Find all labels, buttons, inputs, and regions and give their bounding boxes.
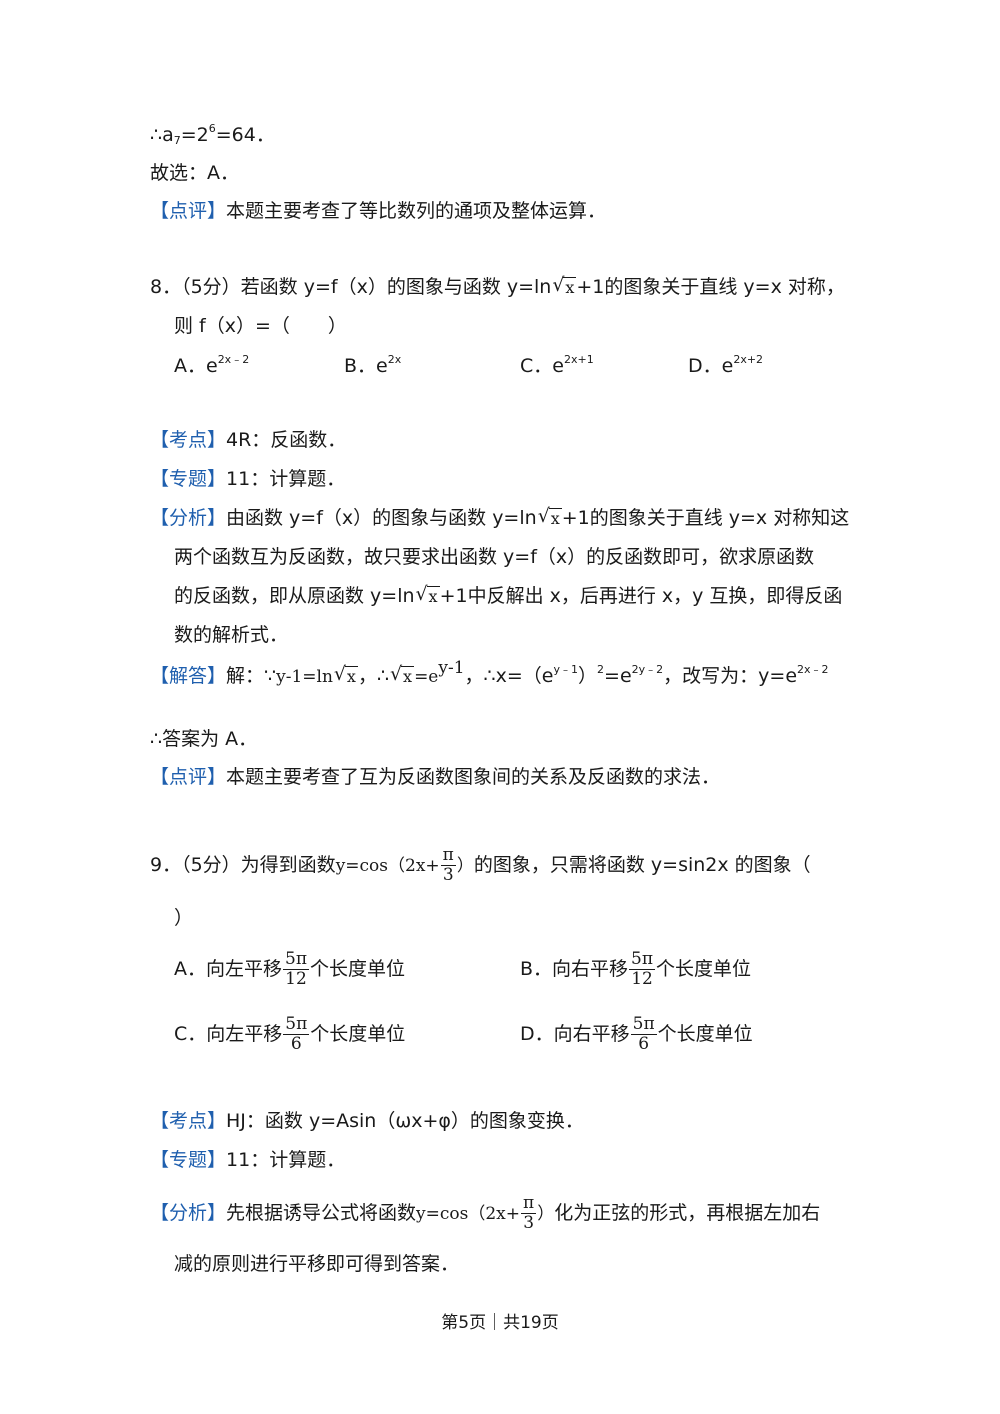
- q8-option-c: C．e2x+1: [520, 353, 594, 377]
- q8-answer: ∴答案为 A．: [150, 728, 258, 750]
- q9-zhuanti: 【专题】11：计算题．: [150, 1149, 346, 1171]
- q9-fenxi-line2: 减的原则进行平移即可得到答案．: [174, 1253, 460, 1275]
- q9-stem-line2: ）: [174, 907, 194, 929]
- q8-zhuanti: 【专题】11：计算题．: [150, 468, 346, 490]
- q7-choice: 故选：A．: [150, 162, 239, 184]
- q8-option-a: A．e2x﹣2: [174, 353, 250, 377]
- q8-fenxi-line3: 的反函数，即从原函数 y=ln√x+1中反解出 x，后再进行 x，y 互换，即得…: [174, 583, 843, 607]
- q8-fenxi-line4: 数的解析式．: [174, 624, 289, 646]
- q8-stem: 8．（5分）若函数 y=f（x）的图象与函数 y=ln√x+1的图象关于直线 y…: [150, 274, 845, 301]
- sqrt-expression: √x: [552, 274, 577, 297]
- q8-option-d: D．e2x+2: [688, 353, 764, 377]
- review-tag: 【点评】: [150, 200, 227, 222]
- q8-jieda: 【解答】解：∵y-1=ln√x，∴√x=ey-1，∴x=（ey﹣1）2=e2y﹣…: [150, 658, 829, 688]
- q7-result-line: ∴a7=26=64．: [150, 122, 275, 147]
- q8-option-b: B．e2x: [344, 353, 402, 377]
- q8-review: 【点评】本题主要考查了互为反函数图象间的关系及反函数的求法．: [150, 766, 721, 788]
- q8-stem-line2: 则 f（x）=（ ）: [174, 315, 347, 337]
- q8-fenxi-line2: 两个函数互为反函数，故只要求出函数 y=f（x）的反函数即可，欲求原函数: [174, 546, 815, 568]
- q9-kaodian: 【考点】HJ：函数 y=Asin（ωx+φ）的图象变换．: [150, 1110, 584, 1132]
- q7-review: 【点评】本题主要考查了等比数列的通项及整体运算．: [150, 200, 607, 222]
- q8-kaodian: 【考点】4R：反函数．: [150, 429, 347, 451]
- q8-fenxi-line1: 【分析】由函数 y=f（x）的图象与函数 y=ln√x+1的图象关于直线 y=x…: [150, 505, 850, 529]
- page-footer: 第5页｜共19页: [441, 1313, 559, 1333]
